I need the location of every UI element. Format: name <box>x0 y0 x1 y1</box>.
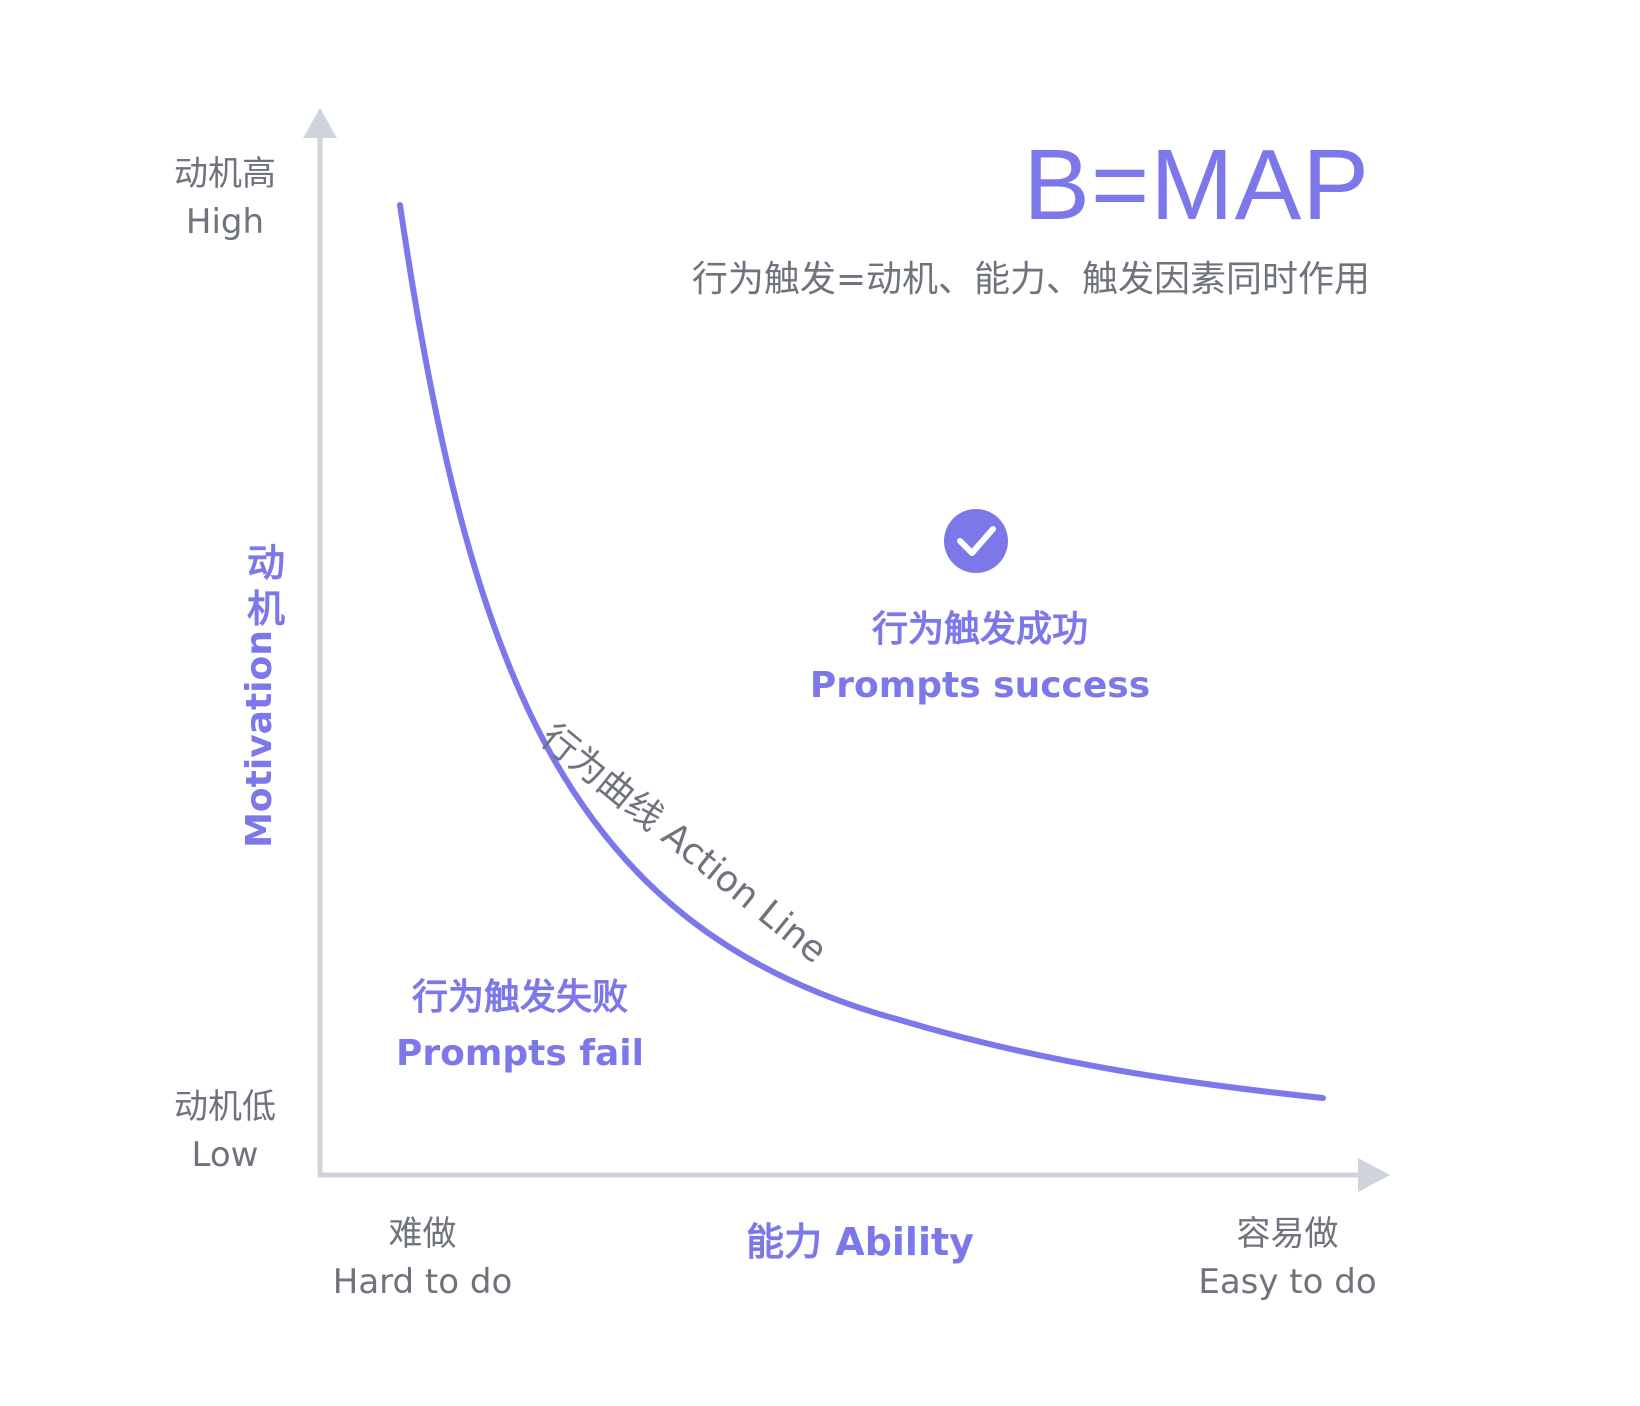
y-axis-title-zh-text: 动机 <box>246 541 285 631</box>
y-low-zh: 动机低 <box>174 1087 276 1127</box>
y-low-label: 动机低 Low <box>150 1083 300 1179</box>
x-easy-label: 容易做 Easy to do <box>1175 1210 1400 1306</box>
x-hard-en: Hard to do <box>332 1262 513 1302</box>
y-axis-arrow-icon <box>303 108 337 138</box>
y-low-en: Low <box>191 1135 259 1175</box>
x-axis-arrow-icon <box>1358 1158 1390 1192</box>
success-en: Prompts success <box>809 665 1151 706</box>
diagram-title: B=MAP <box>1023 129 1370 241</box>
success-region-label: 行为触发成功 Prompts success <box>770 602 1190 714</box>
x-axis-title: 能力 Ability <box>746 1220 974 1264</box>
y-axis-title-zh: 动机 <box>236 540 296 632</box>
y-axis-title-en: Motivation <box>239 630 280 848</box>
y-high-label: 动机高 High <box>150 150 300 246</box>
x-hard-label: 难做 Hard to do <box>310 1210 535 1306</box>
y-high-zh: 动机高 <box>174 154 276 194</box>
x-hard-zh: 难做 <box>388 1214 457 1254</box>
diagram-subtitle: 行为触发=动机、能力、触发因素同时作用 <box>691 259 1370 300</box>
check-circle-icon <box>944 509 1008 573</box>
success-zh: 行为触发成功 <box>871 609 1088 650</box>
fail-en: Prompts fail <box>396 1033 644 1074</box>
x-easy-en: Easy to do <box>1198 1262 1377 1302</box>
x-easy-zh: 容易做 <box>1236 1214 1339 1254</box>
action-line-curve <box>397 202 1326 1101</box>
fail-zh: 行为触发失败 <box>411 977 628 1018</box>
fail-region-label: 行为触发失败 Prompts fail <box>355 970 685 1082</box>
y-high-en: High <box>185 202 265 242</box>
